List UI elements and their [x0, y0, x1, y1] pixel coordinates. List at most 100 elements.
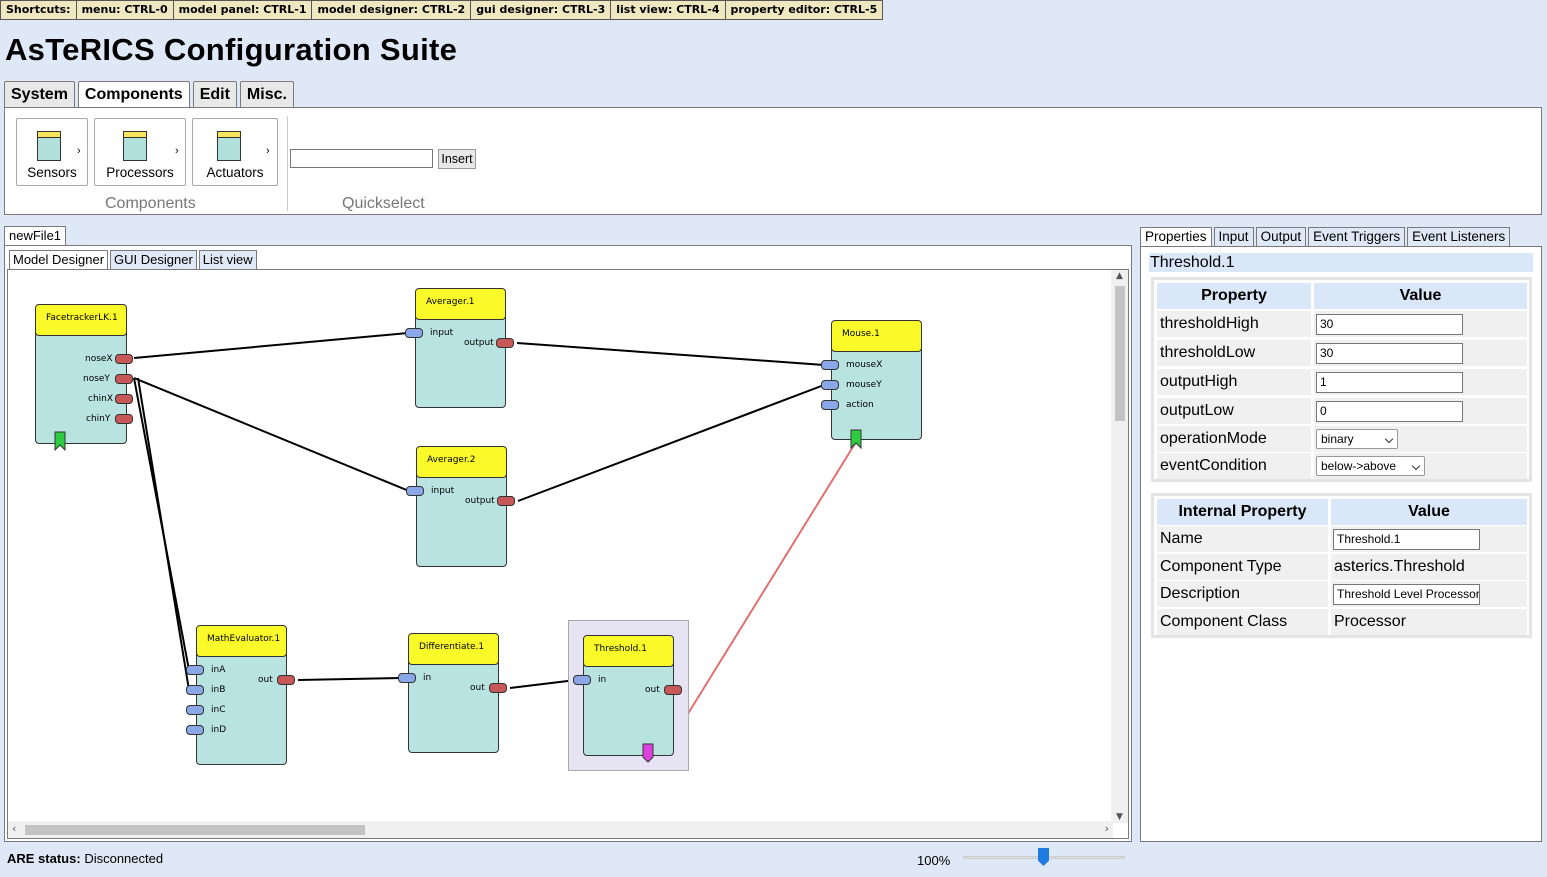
property-tabs: Properties Input Output Event Triggers E… [1140, 227, 1512, 246]
event-condition-select[interactable]: below->above [1316, 456, 1425, 476]
input-port-mousey[interactable] [821, 380, 839, 390]
insert-button[interactable]: Insert [438, 149, 476, 169]
input-port-mousex[interactable] [821, 360, 839, 370]
quickselect-section-label: Quickselect [342, 195, 425, 212]
scroll-thumb[interactable] [25, 825, 365, 835]
output-port-output[interactable] [496, 338, 514, 348]
channel-differentiate-threshold[interactable] [509, 679, 577, 689]
component-title: Mouse.1 [831, 320, 922, 352]
tab-edit[interactable]: Edit [192, 81, 237, 108]
scroll-thumb[interactable] [1115, 286, 1125, 421]
zoom-slider-thumb[interactable] [1038, 848, 1049, 866]
channel-averager2-mousey[interactable] [517, 384, 825, 502]
component-differentiate[interactable]: Differentiate.1 in out [398, 633, 507, 753]
input-port-in[interactable] [398, 673, 416, 683]
input-port-inb[interactable] [186, 685, 204, 695]
tab-input[interactable]: Input [1213, 227, 1254, 246]
tab-output[interactable]: Output [1255, 227, 1307, 246]
output-low-input[interactable]: 0 [1316, 401, 1463, 422]
description-input[interactable]: Threshold Level Processor [1333, 584, 1480, 605]
property-value-cell: 0 [1314, 398, 1527, 424]
output-high-input[interactable]: 1 [1316, 372, 1463, 393]
tab-gui-designer[interactable]: GUI Designer [110, 250, 197, 269]
file-tab[interactable]: newFile1 [4, 226, 67, 245]
event-channel-threshold-mouse[interactable] [667, 441, 857, 747]
component-name-input[interactable]: Threshold.1 [1333, 529, 1480, 550]
input-port-input[interactable] [405, 328, 423, 338]
input-port-in[interactable] [573, 675, 591, 685]
property-name: Component Class [1157, 609, 1328, 635]
processors-button[interactable]: › Processors [94, 118, 186, 186]
chevron-right-icon: › [266, 145, 270, 157]
threshold-low-input[interactable]: 30 [1316, 343, 1463, 364]
output-port-chiny[interactable] [115, 414, 133, 424]
output-port-chinx[interactable] [115, 394, 133, 404]
tab-system[interactable]: System [4, 81, 75, 108]
quickselect-input[interactable] [290, 149, 433, 168]
component-averager1[interactable]: Averager.1 input output [405, 288, 514, 408]
port-label: chinX [88, 394, 114, 404]
channel-nosey-averager2[interactable] [133, 377, 410, 492]
zoom-level: 100% [917, 853, 951, 868]
are-status-label: ARE status: [7, 851, 81, 866]
column-header-property: Property [1157, 283, 1311, 309]
scroll-left-icon[interactable]: ‹ [12, 822, 17, 835]
output-port-out[interactable] [277, 675, 295, 685]
component-mouse[interactable]: Mouse.1 mouseX mouseY action [821, 320, 922, 449]
event-listener-icon[interactable] [850, 429, 862, 449]
output-port-output[interactable] [497, 496, 515, 506]
property-value-cell: below->above [1314, 453, 1527, 479]
input-port-ina[interactable] [186, 665, 204, 675]
channel-nosey-matheval-inb[interactable] [137, 377, 190, 691]
shortcut-menu: menu: CTRL-0 [76, 0, 174, 20]
model-designer-canvas[interactable]: FacetrackerLK.1 noseX noseY chinX chinY … [7, 269, 1129, 839]
scroll-right-icon[interactable]: › [1104, 822, 1109, 835]
tab-misc[interactable]: Misc. [239, 81, 294, 108]
channel-nosex-averager1[interactable] [133, 332, 409, 359]
sensors-button[interactable]: › Sensors [16, 118, 88, 186]
component-matheval[interactable]: MathEvaluator.1 inA inB inC inD out [186, 625, 295, 765]
threshold-high-input[interactable]: 30 [1316, 314, 1463, 335]
tab-components[interactable]: Components [77, 81, 190, 109]
input-port-inc[interactable] [186, 705, 204, 715]
property-value-cell: Threshold Level Processor [1331, 581, 1527, 607]
component-title: Differentiate.1 [408, 633, 499, 665]
output-port-nosex[interactable] [115, 354, 133, 364]
properties-table: Property Value thresholdHigh 30 threshol… [1151, 277, 1532, 482]
horizontal-scrollbar[interactable]: ‹ › [8, 821, 1113, 838]
tab-model-designer[interactable]: Model Designer [9, 250, 109, 269]
actuators-button[interactable]: › Actuators [192, 118, 278, 186]
output-port-nosey[interactable] [115, 374, 133, 384]
component-title: Averager.1 [415, 288, 506, 320]
chevron-right-icon: › [77, 145, 81, 157]
input-port-action[interactable] [821, 400, 839, 410]
output-port-out[interactable] [664, 685, 682, 695]
component-facetracker[interactable]: FacetrackerLK.1 noseX noseY chinX chinY [35, 304, 133, 451]
scroll-up-icon[interactable]: ▲ [1116, 271, 1123, 281]
property-name: eventCondition [1157, 453, 1311, 479]
event-trigger-icon[interactable] [54, 431, 66, 451]
component-body [35, 322, 127, 444]
property-value-cell: binary [1314, 426, 1527, 452]
tab-list-view[interactable]: List view [198, 250, 257, 269]
port-label: out [258, 675, 273, 685]
event-trigger-icon[interactable] [642, 743, 654, 763]
column-header-value: Value [1331, 499, 1527, 525]
scroll-down-icon[interactable]: ▼ [1116, 812, 1123, 822]
input-port-input[interactable] [406, 486, 424, 496]
operation-mode-select[interactable]: binary [1316, 429, 1398, 449]
model-panel: Model Designer GUI Designer List view Fa… [4, 245, 1132, 842]
component-threshold[interactable]: Threshold.1 in out [573, 635, 682, 763]
tab-event-triggers[interactable]: Event Triggers [1308, 227, 1406, 246]
output-port-out[interactable] [489, 683, 507, 693]
component-body [415, 306, 506, 408]
input-port-ind[interactable] [186, 725, 204, 735]
tab-properties[interactable]: Properties [1140, 227, 1212, 246]
component-averager2[interactable]: Averager.2 input output [406, 446, 515, 567]
shortcut-model-designer: model designer: CTRL-2 [312, 0, 472, 20]
channel-averager1-mousex[interactable] [516, 342, 825, 366]
property-value-cell: Threshold.1 [1331, 526, 1527, 552]
vertical-scrollbar[interactable]: ▲ ▼ [1111, 270, 1128, 823]
tab-event-listeners[interactable]: Event Listeners [1407, 227, 1511, 246]
channel-matheval-differentiate[interactable] [297, 677, 402, 681]
